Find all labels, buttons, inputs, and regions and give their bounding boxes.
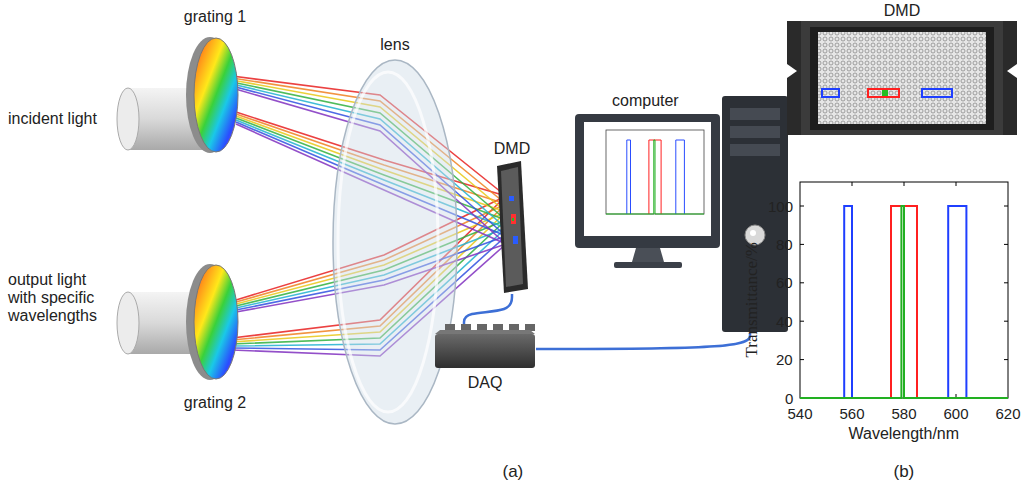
daq-body (435, 334, 535, 368)
screen-plot-frame (606, 130, 704, 214)
grating-face (194, 38, 238, 152)
tick-marks (800, 182, 1008, 398)
dmd-body (497, 161, 528, 293)
tick-label: 600 (944, 405, 969, 422)
tick-label: 580 (892, 405, 917, 422)
dmd-mark (512, 218, 514, 221)
dmd-chip-edge (787, 21, 801, 135)
panel-label: (b) (894, 462, 915, 482)
dmd-chip-body (787, 21, 1017, 135)
component-label: grating 2 (184, 394, 246, 412)
mirror-window (922, 89, 952, 97)
power-button (745, 225, 765, 245)
micromirror-array (818, 32, 986, 124)
screen-plot-line (606, 140, 704, 214)
micromirror-grid (818, 32, 986, 124)
tick-label: 540 (788, 405, 813, 422)
mirror-window (822, 89, 839, 97)
cable (464, 294, 512, 324)
passband-line (800, 206, 1008, 398)
daq-port (445, 324, 455, 331)
component-label: DAQ (468, 374, 503, 392)
tick-label: 620 (996, 405, 1021, 422)
input-beam-end (117, 88, 139, 150)
drive-bay (730, 144, 780, 156)
power-button-shine (750, 230, 756, 236)
daq-top (435, 330, 535, 334)
daq-port (461, 324, 471, 331)
dmd-mark (513, 236, 518, 244)
tick-label: 80 (776, 236, 793, 253)
tick-label: 60 (776, 274, 793, 291)
dmd-face (501, 167, 523, 287)
dmd-mark (511, 214, 516, 224)
daq-port (525, 324, 535, 331)
lens-component: lens (332, 36, 458, 426)
tick-label: 0 (785, 390, 793, 407)
dmd-chip-component: DMD (787, 2, 1017, 136)
component-label: computer (612, 92, 679, 110)
drive-bay (730, 126, 780, 138)
cable (536, 333, 750, 349)
mirror-window (882, 90, 888, 96)
dmd-component: DMD (491, 140, 533, 294)
plot-frame (800, 182, 1008, 398)
grating-face (194, 265, 238, 379)
monitor (575, 114, 720, 248)
screen-plot-line (627, 140, 685, 214)
axis-title: Wavelength/nm (849, 425, 960, 443)
output-beam-end (117, 292, 139, 354)
dmd-chip-edge (1003, 21, 1017, 135)
beam-label: output light with specific wavelengths (8, 271, 118, 326)
lens-highlight (338, 72, 438, 412)
mirror-window (868, 89, 899, 97)
grating-component: grating 1 (181, 8, 249, 153)
passband-line (844, 206, 966, 398)
component-label: lens (380, 36, 409, 54)
grating-component: grating 2 (181, 264, 249, 412)
tick-label: 40 (776, 313, 793, 330)
component-label: DMD (884, 2, 920, 20)
dmd-chip-frame (810, 27, 994, 130)
monitor-base (614, 262, 682, 268)
tick-label: 560 (840, 405, 865, 422)
component-label: DMD (494, 140, 530, 158)
monitor-screen (584, 122, 711, 236)
daq-component: DAQ (434, 324, 536, 392)
tick-label: 20 (776, 351, 793, 368)
drive-bay (730, 108, 780, 120)
panel-label: (a) (503, 462, 524, 482)
lens-body (333, 60, 457, 424)
component-label: grating 1 (184, 8, 246, 26)
daq-port (477, 324, 487, 331)
beam-label: incident light (8, 110, 97, 128)
dmd-chip-notch (1007, 64, 1017, 78)
tick-label: 100 (768, 198, 793, 215)
axis-title: Transmittance/% (742, 242, 762, 358)
dmd-mark (509, 196, 514, 201)
dmd-chip-notch (787, 64, 797, 78)
daq-port (493, 324, 503, 331)
daq-port (509, 324, 519, 331)
monitor-stand (632, 248, 664, 262)
